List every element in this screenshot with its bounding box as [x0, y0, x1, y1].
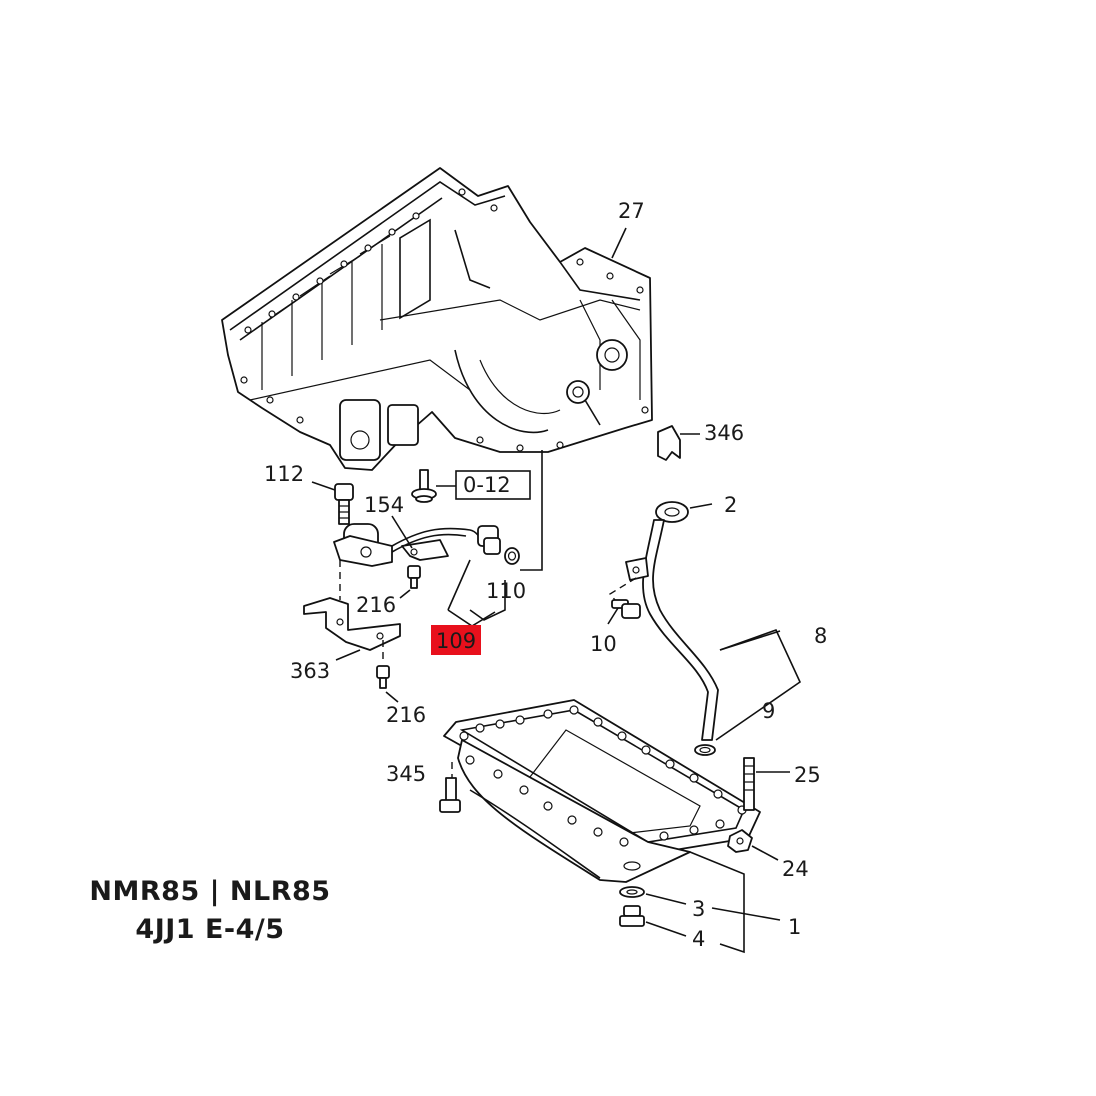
label-110: 110	[486, 579, 526, 603]
label-27: 27	[618, 199, 645, 223]
leader-27	[611, 227, 627, 259]
nut-part-24	[727, 829, 779, 861]
label-3: 3	[692, 897, 705, 921]
bracket-part-363	[303, 560, 401, 661]
label-363: 363	[290, 659, 330, 683]
label-0-12: 0-12	[463, 473, 511, 497]
bolt-part-216-lower	[376, 640, 399, 703]
leader-1	[711, 907, 781, 921]
dipstick-tube-part	[608, 501, 719, 756]
model-caption-line-1: NMR85 | NLR85	[89, 876, 331, 907]
bolt-part-216-upper	[399, 565, 421, 599]
label-box-0-12	[455, 470, 531, 500]
label-154: 154	[364, 493, 404, 517]
label-216-upper: 216	[356, 593, 396, 617]
label-9: 9	[762, 699, 775, 723]
label-4: 4	[692, 927, 705, 951]
engine-block-part	[221, 167, 653, 471]
label-216-lower: 216	[386, 703, 426, 727]
label-24: 24	[782, 857, 809, 881]
leader-8-9	[715, 629, 802, 741]
label-25: 25	[794, 763, 821, 787]
bolt-part-10	[607, 599, 641, 625]
label-10: 10	[590, 632, 617, 656]
label-109: 109	[436, 629, 476, 653]
stud-part-25	[743, 757, 790, 811]
label-8: 8	[814, 624, 827, 648]
clip-part-346	[657, 425, 700, 461]
highlight-109	[431, 625, 481, 655]
oil-level-sensor-part	[333, 523, 520, 567]
washer-part-3	[619, 886, 687, 905]
model-caption-line-2: 4JJ1 E-4/5	[135, 914, 285, 945]
label-345: 345	[386, 762, 426, 786]
label-112: 112	[264, 462, 304, 486]
bolt-part-112	[311, 481, 354, 525]
leader-0-12-to-sensor	[520, 450, 543, 571]
bolt-part-0-12	[411, 469, 458, 503]
label-1: 1	[788, 915, 801, 939]
label-346: 346	[704, 421, 744, 445]
leader-154	[391, 515, 413, 549]
label-2: 2	[724, 493, 737, 517]
leader-8	[719, 630, 781, 651]
bolt-part-345	[439, 762, 461, 813]
oil-pan-part	[443, 699, 761, 883]
drain-plug-part-4	[619, 905, 687, 937]
leader-109	[447, 559, 506, 621]
